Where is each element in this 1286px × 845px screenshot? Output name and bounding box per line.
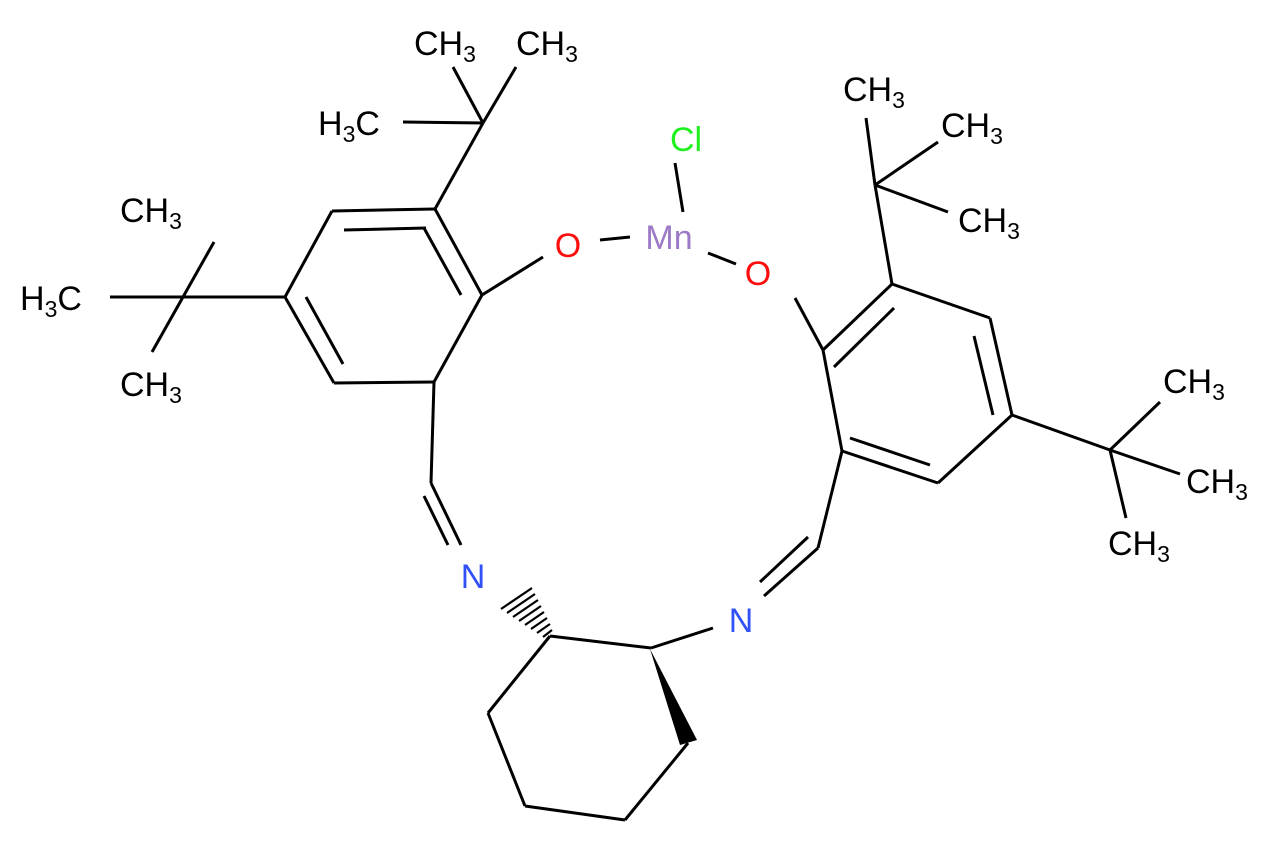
methyl-label: H3C xyxy=(20,280,82,322)
right-ring-bond xyxy=(821,282,894,352)
imine-double-bond xyxy=(422,495,450,546)
stereo-wedge-bond xyxy=(650,649,697,745)
tbu-bond xyxy=(433,122,485,210)
ring-o-bond-left xyxy=(481,255,544,297)
right-ring-bond xyxy=(988,317,1014,416)
methyl-label: CH3 xyxy=(120,366,182,408)
right-ring-bond xyxy=(936,413,1014,485)
tbu-bond xyxy=(1109,448,1181,476)
tbu-bond xyxy=(1108,400,1162,452)
methyl-label: CH3 xyxy=(843,71,905,113)
cyclohexane-bond xyxy=(486,635,552,714)
left-ring-inner-bond xyxy=(343,226,427,232)
manganese-atom-label: Mn xyxy=(645,219,692,257)
nitrogen-atom-label: N xyxy=(461,558,486,596)
right-ring-inner-bond xyxy=(972,335,995,416)
methyl-label: CH3 xyxy=(1186,463,1248,505)
tbu-bond xyxy=(874,140,939,187)
methyl-label: CH3 xyxy=(414,25,476,67)
right-ring-bond xyxy=(891,282,991,320)
imine-double-bond xyxy=(758,535,810,584)
left-ring-bond xyxy=(283,210,334,298)
oxygen-atom-label: O xyxy=(745,255,771,293)
left-ring-bond xyxy=(432,294,484,383)
left-ring-bond xyxy=(283,296,336,384)
tbu-bond xyxy=(873,184,894,285)
tbu-bond xyxy=(864,117,877,186)
methyl-label: CH3 xyxy=(516,25,578,67)
stereo-hash-bond xyxy=(500,587,553,638)
tbu-bond xyxy=(402,120,484,125)
tbu-bond xyxy=(451,66,485,124)
left-ring-bond xyxy=(331,207,436,213)
imine-double-bond xyxy=(429,482,463,546)
cyclohexane-bond xyxy=(623,742,690,821)
o-ring-bond-right xyxy=(793,297,825,351)
tbu-bond xyxy=(1108,449,1128,519)
cyclohexane-bond xyxy=(524,804,626,822)
left-ring-bond xyxy=(433,208,484,296)
right-ring-inner-bond xyxy=(849,436,931,467)
tbu-bond xyxy=(481,66,518,124)
bond-lines xyxy=(110,66,1181,822)
methyl-label: CH3 xyxy=(1163,363,1225,405)
imine-c-bond xyxy=(816,450,844,549)
methyl-label: CH3 xyxy=(1108,525,1170,567)
methyl-label: CH3 xyxy=(958,202,1020,244)
tbu-bond xyxy=(874,183,949,214)
o-mn-bond-left xyxy=(599,235,631,242)
methyl-label: H3C xyxy=(318,105,380,147)
left-ring-bond xyxy=(333,380,435,385)
imine-double-bond xyxy=(763,546,819,598)
cyclohexane-bond xyxy=(549,634,652,650)
chlorine-atom-label: Cl xyxy=(670,121,702,159)
methyl-label: CH3 xyxy=(941,107,1003,149)
oxygen-atom-label: O xyxy=(555,227,581,265)
tbu-bond xyxy=(181,241,216,298)
right-ring-inner-bond xyxy=(832,306,896,369)
nitrogen-atom-label: N xyxy=(729,602,754,640)
left-ring-inner-bond xyxy=(304,296,345,365)
cyclohexane-bond xyxy=(486,712,527,807)
right-ring-bond xyxy=(821,349,844,452)
left-ring-inner-bond xyxy=(422,227,463,296)
mn-cl-bond xyxy=(673,162,685,213)
mn-o-bond-right xyxy=(707,251,737,266)
imine-c-bond xyxy=(429,381,436,484)
tbu-bond xyxy=(150,296,185,353)
methyl-labels: CH3 CH3 H3C CH3 H3C CH3 CH3 CH3 CH3 CH3 … xyxy=(20,25,1248,567)
right-ring-bond xyxy=(841,449,939,485)
cyclohexane-n-bond xyxy=(650,626,714,650)
methyl-label: CH3 xyxy=(120,192,182,234)
tbu-bond xyxy=(1011,413,1111,452)
heteroatom-labels: Cl Mn O O N N xyxy=(461,121,772,640)
